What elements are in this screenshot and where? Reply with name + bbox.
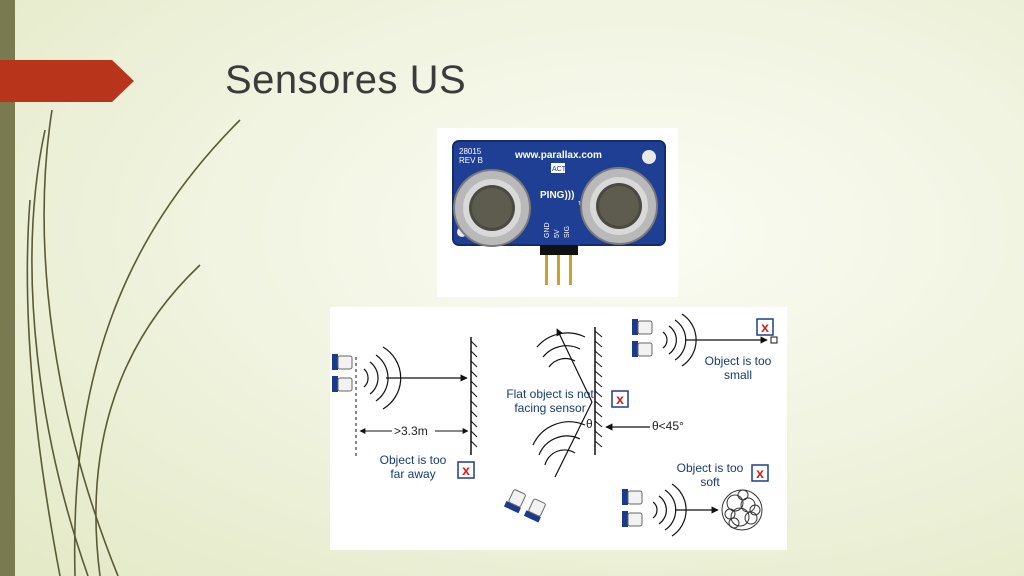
- pin-label-gnd: GND: [544, 222, 551, 238]
- right-transducer: [581, 168, 657, 244]
- theta-label: θ: [586, 417, 593, 431]
- slide-title: Sensores US: [225, 58, 466, 103]
- far-caption-line1: Object is too: [370, 453, 456, 467]
- svg-text:x: x: [761, 319, 769, 335]
- small-caption-line1: Object is too: [700, 354, 776, 368]
- ultrasonic-sensor-photo: 28015 REV B www.parallax.com ACT PING)))…: [437, 128, 678, 297]
- failure-modes-diagram: x x: [330, 307, 787, 550]
- angle-caption-line1: Flat object is not: [490, 387, 610, 401]
- board-rev: REV B: [459, 156, 483, 165]
- title-arrow-marker: [0, 60, 134, 102]
- soft-caption-line2: soft: [670, 475, 750, 489]
- angle-caption-line2: facing sensor: [490, 401, 610, 415]
- board-code: 28015: [459, 147, 482, 156]
- far-distance-label: >3.3m: [394, 424, 428, 438]
- pin-header: [540, 245, 578, 255]
- pin-label-5v: 5V: [554, 229, 561, 238]
- small-caption: Object is too small: [700, 354, 776, 382]
- svg-text:x: x: [756, 465, 764, 481]
- model-label: PING))): [540, 190, 574, 201]
- header-pins: [545, 255, 572, 285]
- soft-object: [722, 490, 762, 530]
- board-website: www.parallax.com: [514, 150, 602, 161]
- soft-caption-line1: Object is too: [670, 461, 750, 475]
- soft-caption: Object is too soft: [670, 461, 750, 489]
- svg-text:x: x: [462, 462, 470, 478]
- far-caption: Object is too far away: [370, 453, 456, 481]
- far-caption-line2: far away: [370, 467, 456, 481]
- svg-text:x: x: [616, 391, 624, 407]
- angle-limit-label: θ<45°: [652, 419, 684, 433]
- angle-caption: Flat object is not facing sensor: [490, 387, 610, 415]
- small-caption-line2: small: [700, 368, 776, 382]
- left-transducer: [454, 170, 530, 246]
- act-label: ACT: [552, 166, 567, 173]
- pin-label-sig: SIG: [564, 226, 571, 238]
